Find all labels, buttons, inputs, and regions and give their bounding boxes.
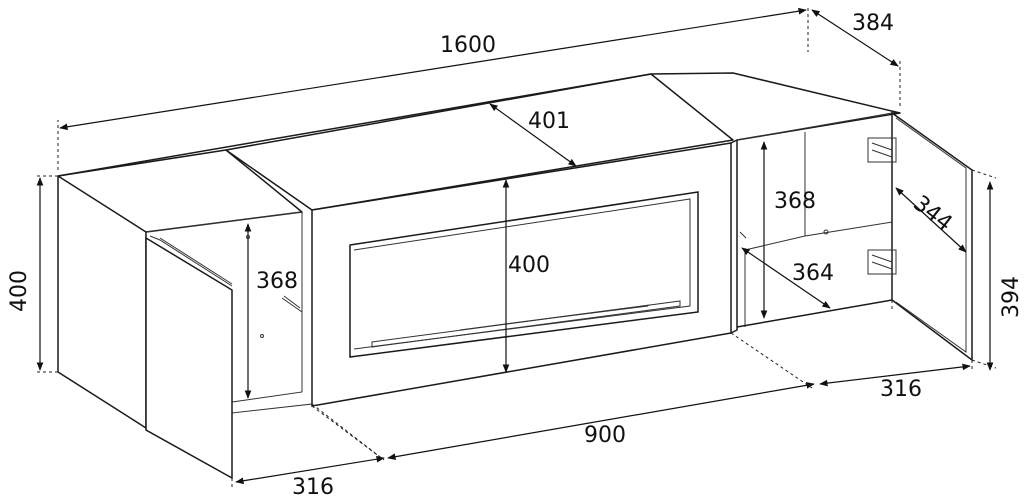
- label-fireplace-height: 400: [508, 253, 550, 278]
- label-height-left: 400: [7, 270, 32, 312]
- hinge-bottom: [867, 249, 897, 275]
- left-interior: [145, 211, 303, 403]
- right-hinge-hole: [823, 229, 829, 235]
- left-top-edge: [57, 149, 303, 233]
- label-depth: 384: [852, 11, 894, 36]
- left-hinge-hole-2: [260, 334, 264, 338]
- label-right-door-bottom: 316: [880, 377, 922, 402]
- left-door-edge: [149, 235, 233, 287]
- left-side-panel: [57, 176, 147, 429]
- right-interior: [736, 112, 893, 328]
- right-bottom-edge: [736, 299, 893, 328]
- right-cabinet-front-edge: [730, 140, 738, 334]
- left-door: [145, 236, 233, 480]
- cabinet-body: [57, 72, 901, 429]
- right-interior-back: [804, 132, 893, 237]
- label-center-width: 900: [584, 423, 626, 448]
- left-handle: [281, 295, 303, 313]
- fireplace-burner-line: [459, 304, 651, 331]
- label-center-depth: 401: [528, 109, 570, 134]
- right-door-inner: [895, 117, 967, 353]
- label-left-door-bottom: 316: [292, 475, 334, 500]
- label-right-shelf: 368: [774, 189, 816, 214]
- label-right-inner-depth: 364: [792, 261, 834, 286]
- dimension-lines: [34, 7, 997, 490]
- right-door: [891, 111, 973, 362]
- label-total-width: 1600: [440, 33, 496, 58]
- right-handle: [739, 231, 747, 239]
- label-left-shelf: 368: [256, 269, 298, 294]
- left-interior-shelf: [231, 210, 313, 414]
- hinge-top: [867, 137, 897, 163]
- top-surface: [57, 72, 901, 177]
- label-height-right: 394: [999, 276, 1024, 318]
